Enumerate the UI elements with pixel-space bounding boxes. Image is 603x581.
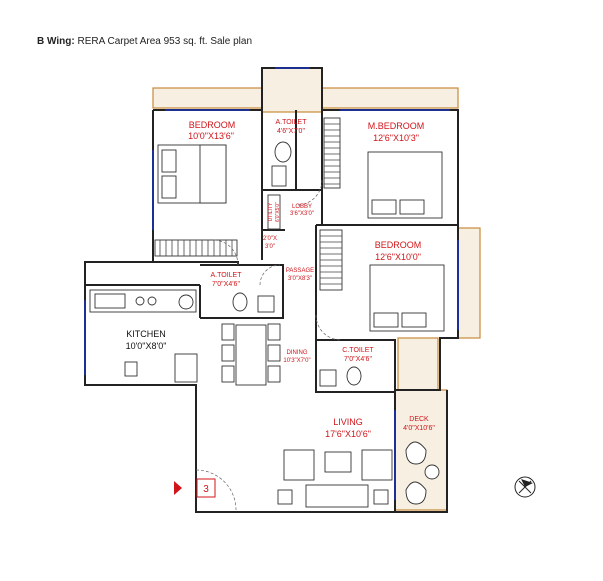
size-atoilet2: 7'0"X4'6" (212, 281, 240, 288)
top-dry-balcony (261, 67, 323, 113)
pillow-1 (161, 149, 177, 173)
kitchen-bin (124, 361, 138, 377)
bedroom-balcony (457, 227, 481, 339)
wardrobe-mbedroom (323, 117, 341, 189)
bed-blanket (199, 144, 227, 204)
size-living: 17'6"X10'6" (325, 429, 371, 439)
hob-burner-2 (147, 296, 157, 306)
kitchen-sink (94, 293, 126, 309)
label-dining: DINING (287, 350, 308, 356)
door-bedroom2 (315, 314, 342, 341)
entrance-number-box (196, 478, 216, 498)
chair-6 (267, 365, 281, 383)
label-kitchen: KITCHEN (126, 329, 166, 339)
entrance-marker: 3 (174, 478, 216, 498)
basin-top (271, 165, 287, 187)
fridge (174, 353, 198, 383)
label-atoilet1: A.TOILET (276, 119, 308, 126)
pillow-2 (161, 175, 177, 199)
basin-ctoilet (319, 369, 337, 387)
deck-table (424, 464, 440, 480)
entrance-number: 3 (203, 484, 209, 495)
size-atoilet1: 4'6"X7'0" (277, 128, 305, 135)
deck-dry-strip (397, 337, 439, 391)
door-entrance (195, 469, 237, 511)
armchair-left (283, 449, 315, 481)
deck-furniture (405, 441, 440, 505)
size-bedroom2: 12'6"X10'0" (375, 252, 421, 262)
chair-2 (221, 344, 235, 362)
wc-middle (232, 292, 248, 312)
size-kitchen: 10'0"X8'0" (126, 341, 167, 351)
size-passage: 3'0"X8'3" (288, 276, 312, 282)
coffee-table (324, 451, 352, 473)
chair-4 (267, 323, 281, 341)
label-mbedroom: M.BEDROOM (368, 121, 425, 131)
sofa (305, 484, 369, 508)
label-bedroom1: BEDROOM (189, 120, 236, 130)
label-living: LIVING (333, 417, 363, 427)
windows (84, 67, 459, 500)
utility-shelf (267, 194, 281, 230)
size-ctoilet: 7'0"X4'6" (344, 356, 372, 363)
wc-ctoilet (346, 366, 362, 386)
bedroom1-furniture (154, 144, 238, 257)
size-deck: 4'0"X10'6" (403, 425, 435, 432)
dining-furniture (221, 323, 281, 386)
caption-text: RERA Carpet Area 953 sq. ft. Sale plan (77, 36, 253, 47)
size-nook-a: 2'0"X (263, 236, 277, 242)
label-bedroom2: BEDROOM (375, 240, 422, 250)
side-table-right (373, 489, 389, 505)
chair-1 (221, 323, 235, 341)
kitchen-fixtures (89, 289, 198, 383)
side-table-left (277, 489, 293, 505)
pillow-4 (399, 199, 425, 215)
plan-caption: B Wing: RERA Carpet Area 953 sq. ft. Sal… (37, 36, 252, 47)
door-mbedroom (296, 179, 323, 206)
label-atoilet2: A.TOILET (211, 272, 243, 279)
caption-wing: B Wing: (37, 36, 75, 47)
mbedroom-furniture (323, 117, 443, 219)
doors (195, 179, 342, 511)
label-ctoilet: C.TOILET (342, 347, 374, 354)
size-utility: 6'0"X5'0" (275, 202, 281, 222)
bedroom2-furniture (319, 229, 445, 332)
pillow-6 (401, 312, 427, 328)
label-passage: PASSAGE (286, 268, 314, 274)
door-atoilet (259, 264, 281, 286)
label-deck: DECK (409, 416, 429, 423)
deck-chair-1 (405, 441, 427, 465)
basin-middle (257, 295, 275, 313)
pillow-3 (371, 199, 397, 215)
pillow-5 (373, 312, 399, 328)
dining-table (235, 324, 267, 386)
living-furniture (277, 449, 393, 508)
size-dining: 10'3"X7'0" (283, 358, 310, 364)
size-nook-b: 3'0" (265, 244, 275, 250)
compass-north-icon (514, 476, 536, 498)
size-bedroom1: 10'0"X13'6" (188, 131, 234, 141)
size-mbedroom: 12'6"X10'3" (373, 133, 419, 143)
chair-3 (221, 365, 235, 383)
utility-label: UTILITY 6'0"X5'0" (268, 202, 281, 222)
entrance-arrow-icon (174, 481, 182, 495)
size-lobby: 3'6"X3'0" (290, 211, 314, 217)
kitchen-drum (178, 294, 194, 310)
chair-5 (267, 344, 281, 362)
deck-chair-2 (405, 481, 427, 505)
label-utility: UTILITY (268, 202, 274, 221)
toilet-fixtures (232, 141, 362, 387)
room-labels: BEDROOM 10'0"X13'6" A.TOILET 4'6"X7'0" M… (126, 119, 436, 439)
hob-burner-1 (135, 296, 145, 306)
wc-top (274, 141, 292, 163)
label-lobby: LOBBY (292, 204, 312, 210)
armchair-right (361, 449, 393, 481)
